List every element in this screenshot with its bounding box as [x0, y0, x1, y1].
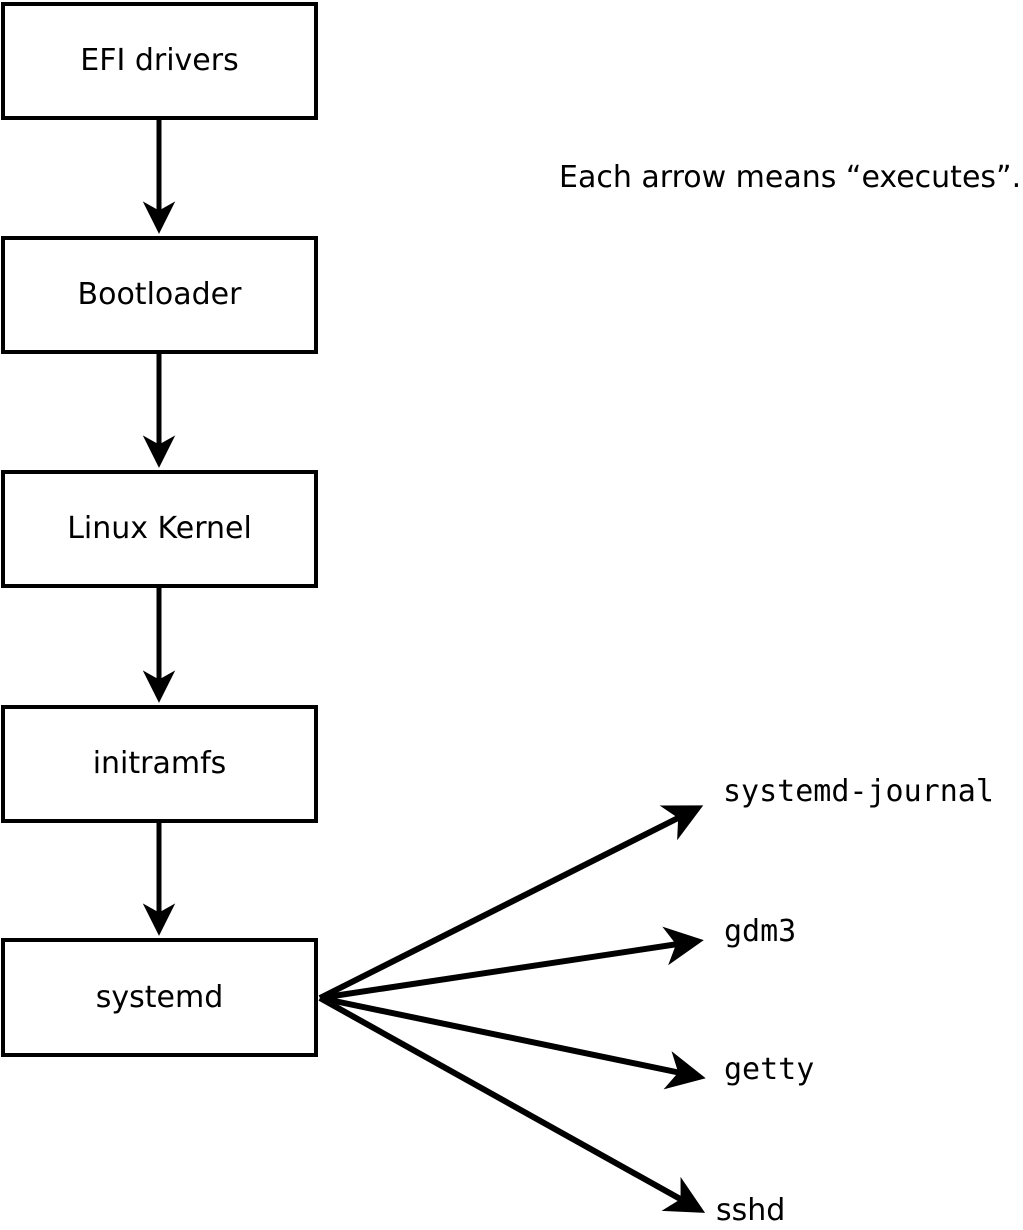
process-label-systemd-journal: systemd-journal	[723, 774, 994, 809]
node-label-bootloader: Bootloader	[77, 277, 242, 312]
process-label-sshd: sshd	[716, 1193, 786, 1228]
process-label-gdm3: gdm3	[724, 914, 797, 949]
node-box-systemd: systemd	[1, 938, 318, 1057]
node-box-efi-drivers: EFI drivers	[1, 2, 318, 120]
node-label-linux-kernel: Linux Kernel	[67, 511, 252, 546]
edge-systemd-to-sshd-arrow	[318, 995, 706, 1213]
process-label-getty: getty	[724, 1052, 815, 1087]
edge-systemd-to-gdm3-arrow	[319, 926, 704, 1001]
node-label-initramfs: initramfs	[92, 746, 227, 781]
node-box-bootloader: Bootloader	[1, 236, 318, 354]
node-label-systemd: systemd	[95, 979, 224, 1015]
node-box-linux-kernel: Linux Kernel	[1, 470, 318, 588]
node-label-efi-drivers: EFI drivers	[80, 43, 239, 78]
edge-systemd-to-journal-arrow	[318, 805, 704, 1001]
arrow-meaning-annotation: Each arrow means “executes”.	[559, 160, 1022, 195]
node-box-initramfs: initramfs	[1, 705, 318, 823]
edge-systemd-to-getty-arrow	[319, 995, 706, 1090]
